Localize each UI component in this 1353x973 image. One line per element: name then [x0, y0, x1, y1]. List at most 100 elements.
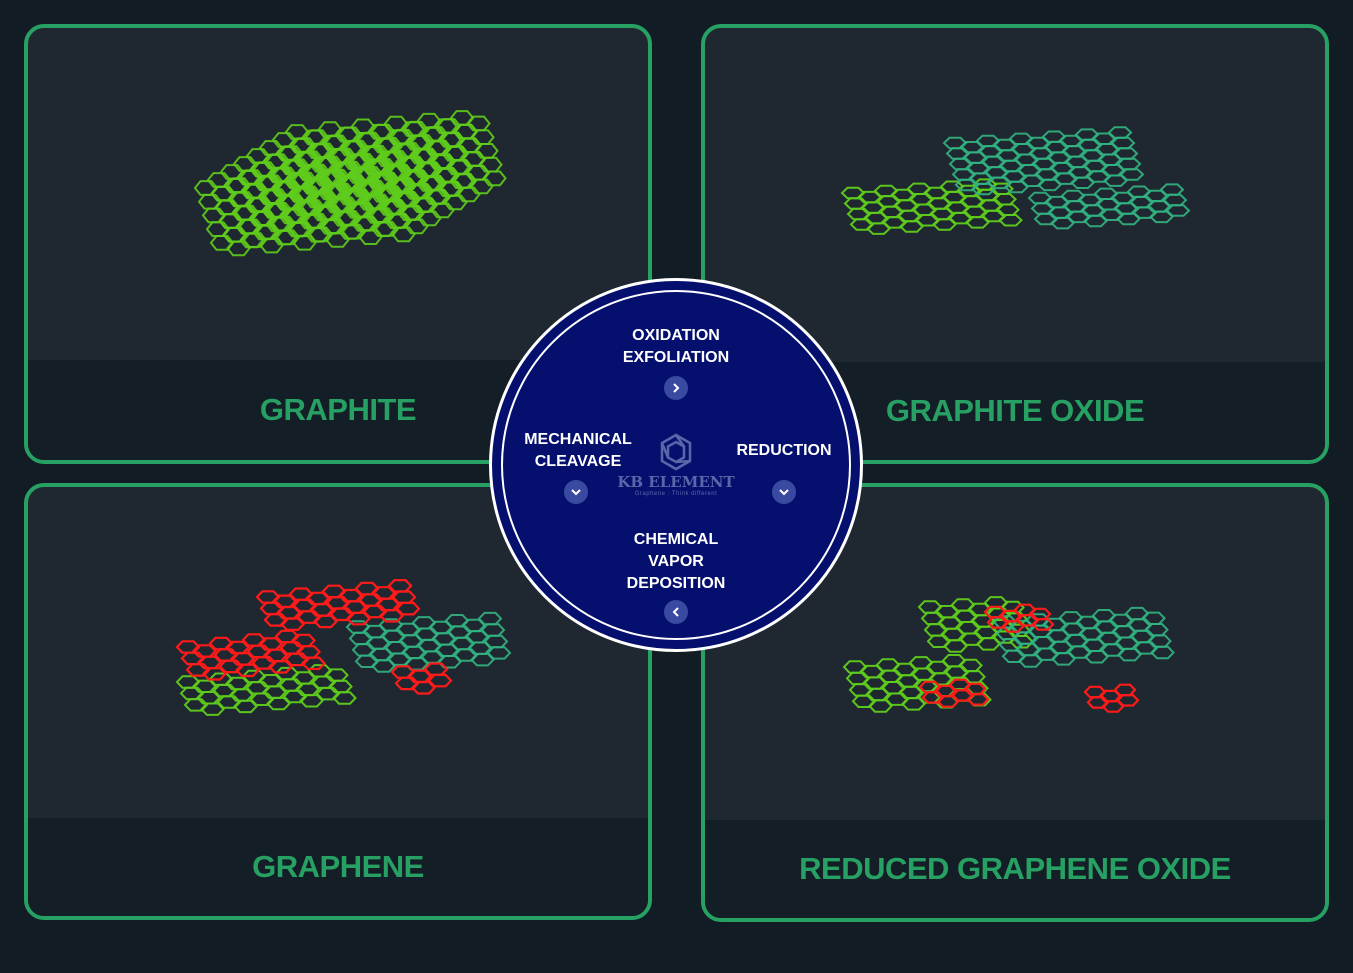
graphite-oxide-label: GRAPHITE OXIDE — [885, 393, 1145, 428]
chemical-vapor-deposition-button[interactable] — [664, 600, 688, 624]
lattice-layer — [175, 664, 357, 716]
lattice-hexagon — [404, 218, 429, 235]
mechanical-cleavage-button[interactable] — [564, 480, 588, 504]
lattice-hexagon — [1132, 206, 1158, 219]
lattice-hexagon — [926, 634, 952, 648]
lattice-hexagon — [1027, 191, 1053, 205]
lattice-hexagon — [350, 118, 376, 135]
lattice-hexagon — [417, 210, 442, 227]
lattice-hexagon — [1165, 204, 1191, 217]
lattice-hexagon — [329, 607, 355, 622]
step-oxidation-exfoliation: OXIDATION EXFOLIATION — [622, 327, 730, 366]
lattice-hexagon — [295, 645, 322, 659]
reduction-button[interactable] — [772, 480, 796, 504]
lattice-hexagon — [992, 193, 1017, 206]
lattice-hexagon — [1162, 193, 1188, 207]
lattice-hexagon — [942, 190, 968, 204]
lattice-hexagon — [411, 616, 437, 630]
lattice-layer — [917, 596, 1034, 653]
lattice-hexagon — [482, 170, 507, 187]
lattice-hexagon — [249, 692, 275, 706]
lattice-hexagon — [1133, 641, 1159, 655]
lattice-hexagon — [1044, 140, 1070, 154]
lattice-hexagon — [444, 614, 470, 628]
lattice-hexagon — [315, 686, 341, 701]
lattice-hexagon — [1107, 126, 1133, 139]
lattice-layer — [1027, 183, 1191, 230]
oxidation-exfoliation-button[interactable] — [664, 376, 688, 400]
lattice-hexagon — [274, 629, 300, 644]
chevron-down-icon — [571, 489, 581, 496]
lattice-hexagon — [1086, 170, 1112, 183]
lattice-hexagon — [842, 660, 868, 674]
lattice-hexagon — [241, 633, 267, 647]
lattice-hexagon — [201, 667, 228, 681]
hub-inner-ring — [501, 290, 851, 640]
step-reduction: REDUCTION — [736, 442, 832, 459]
lattice-hexagon — [1013, 603, 1037, 617]
lattice-hexagon — [1061, 622, 1087, 636]
lattice-layer — [175, 629, 327, 681]
lattice-hexagon — [879, 205, 905, 219]
lattice-hexagon — [180, 651, 206, 666]
lattice-hexagon — [1033, 212, 1059, 226]
lattice-hexagon — [183, 698, 209, 712]
lattice-hexagon — [843, 197, 869, 210]
lattice-hexagon — [234, 663, 261, 678]
lattice-hexagon — [449, 110, 475, 126]
lattice-hexagon — [840, 186, 866, 200]
lattice-hexagon — [390, 665, 416, 679]
lattice-hexagon — [486, 646, 512, 660]
lattice-hexagon — [851, 694, 877, 708]
lattice-hexagon — [296, 610, 322, 624]
lattice-hexagon — [354, 654, 380, 668]
lattice-layer — [390, 662, 453, 695]
lattice-hexagon — [873, 184, 899, 198]
lattice-hexagon — [1147, 634, 1172, 648]
lattice-hexagon — [1011, 143, 1037, 156]
lattice-layer — [284, 110, 507, 201]
lattice-hexagon — [321, 584, 347, 599]
lattice-layer — [918, 678, 990, 708]
lattice-layer — [942, 126, 1145, 196]
lattice-hexagon — [470, 129, 495, 145]
lattice-hexagon — [923, 623, 949, 637]
lattice-hexagon — [1096, 198, 1122, 211]
lattice-hexagon — [246, 644, 272, 659]
lattice-hexagon — [848, 683, 874, 697]
lattice-hexagon — [213, 648, 239, 662]
reduced-graphene-oxide-label-band: REDUCED GRAPHENE OXIDE — [705, 820, 1325, 918]
lattice-hexagon — [1066, 210, 1092, 224]
lattice-hexagon — [998, 214, 1023, 227]
lattice-hexagon — [1116, 157, 1142, 171]
lattice-hexagon — [939, 180, 965, 193]
lattice-hexagon — [456, 186, 481, 203]
lattice-hexagon — [1014, 153, 1040, 166]
lattice-hexagon — [420, 650, 446, 664]
lattice-hexagon — [1100, 643, 1126, 657]
lattice-hexagon — [466, 115, 491, 132]
lattice-hexagon — [1053, 172, 1079, 185]
lattice-hexagon — [945, 147, 971, 160]
lattice-hexagon — [1093, 187, 1119, 200]
lattice-hexagon — [1031, 636, 1057, 650]
lattice-hexagon — [966, 693, 990, 706]
lattice-hexagon — [251, 656, 277, 670]
lattice-hexagon — [995, 203, 1020, 216]
lattice-hexagon — [394, 676, 420, 691]
lattice-hexagon — [1126, 185, 1152, 198]
lattice-hexagon — [1080, 149, 1106, 162]
graphite-label: GRAPHITE — [259, 392, 417, 427]
lattice-hexagon — [917, 600, 943, 614]
chevron-right-icon — [673, 383, 680, 393]
lattice-hexagon — [477, 611, 503, 626]
lattice-hexagon — [1097, 631, 1123, 646]
lattice-hexagon — [478, 156, 503, 173]
graphene-label-band: GRAPHENE — [28, 818, 648, 916]
lattice-hexagon — [1020, 174, 1046, 187]
lattice-hexagon — [222, 227, 248, 243]
lattice-hexagon — [208, 636, 234, 651]
lattice-hexagon — [1083, 685, 1107, 699]
reduced-graphene-oxide-lattice-illustration — [842, 596, 1175, 713]
lattice-hexagon — [267, 660, 294, 674]
